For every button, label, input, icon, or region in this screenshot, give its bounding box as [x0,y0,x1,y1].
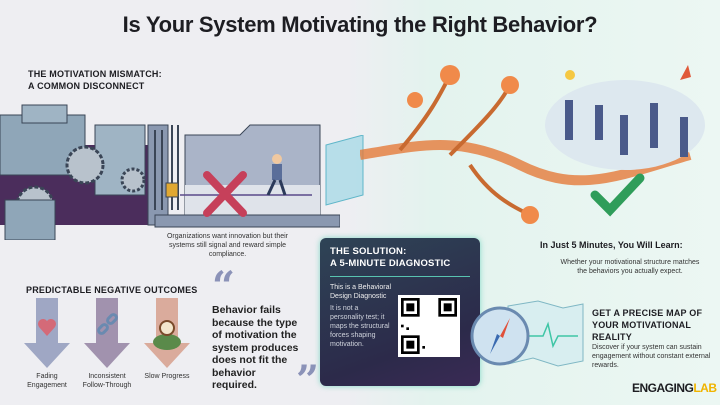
padlock-icon [165,182,179,198]
lightbulb-icon [565,70,575,80]
turtle-clock-icon [153,320,181,350]
map-heading: GET A PRECISE MAP OF YOUR MOTIVATIONAL R… [592,308,703,342]
guard-figure [266,154,287,196]
mismatch-heading: THE MOTIVATION MISMATCH: A COMMON DISCON… [28,68,162,92]
logo-part1: ENGAGING [632,381,694,395]
engaginglab-logo: ENGAGINGLAB [632,381,717,395]
outcome-arrow-slow-progress [144,298,190,368]
red-x-icon [203,171,247,217]
divider [330,276,470,277]
logo-part2: LAB [693,381,717,395]
broken-chain-icon [97,313,118,335]
quote-text: Behavior fails because the type of motiv… [212,304,299,391]
outcome-label: Inconsistent Follow-Through [82,373,132,389]
outcome-arrow-engagement [24,298,70,368]
mismatch-caption: Organizations want innovation but their … [166,233,289,258]
check-icon [590,173,645,217]
qr-code[interactable] [398,295,460,357]
solution-heading-line1: THE SOLUTION: [330,246,407,257]
glass-prism [325,135,364,206]
mismatch-heading-line1: THE MOTIVATION MISMATCH: [28,69,162,79]
gear-icon [65,145,105,185]
solution-line2: It is not a personality test; it maps th… [330,305,390,348]
gear-icon [120,167,146,193]
compliance-machine-illustration [0,104,340,240]
learn-text: Whether your motivational structure matc… [560,259,700,275]
team-people [565,100,688,157]
map-description: Discover if your system can sustain enga… [592,344,711,369]
heart-icon [38,319,56,336]
flourishing-growth-illustration [360,65,705,224]
close-quote-icon: ” [296,357,320,404]
mismatch-heading-line2: A COMMON DISCONNECT [28,81,145,91]
outcome-arrow-follow-through [84,298,130,368]
learn-heading: In Just 5 Minutes, You Will Learn: [540,240,683,250]
compass-map-illustration [470,300,584,367]
page-title: Is Your System Motivating the Right Beha… [122,12,598,37]
outcome-label: Slow Progress [144,373,190,380]
open-quote-icon: “ [212,263,236,310]
solution-line1: This is a Behavioral Design Diagnostic [330,284,392,300]
outcome-label: Fading Engagement [27,373,67,389]
rocket-icon [680,65,691,80]
outcomes-heading: PREDICTABLE NEGATIVE OUTCOMES [26,285,198,295]
solution-heading-line2: A 5-MINUTE DIAGNOSTIC [330,258,451,269]
